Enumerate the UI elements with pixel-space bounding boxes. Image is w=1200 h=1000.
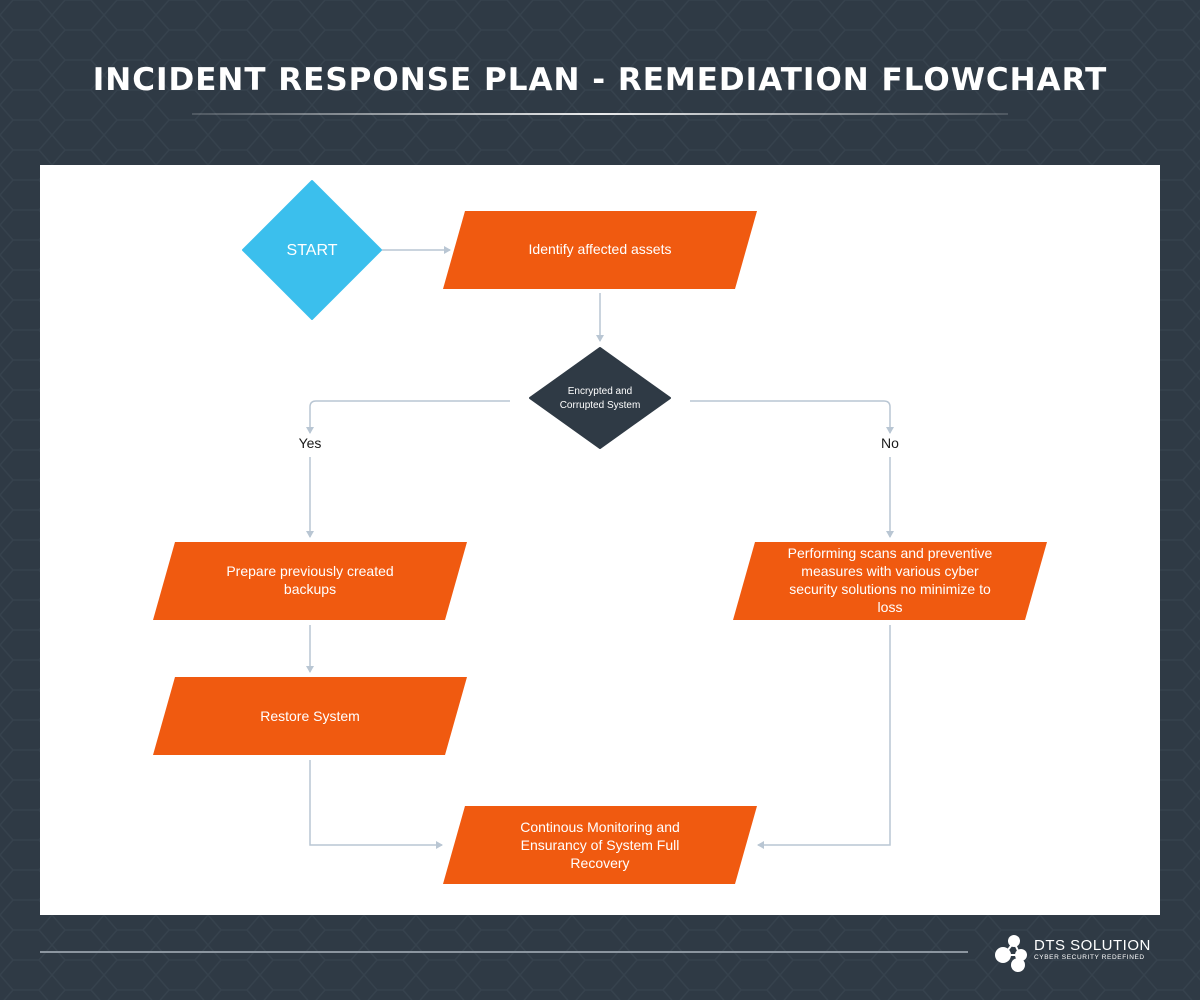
prepare-backups-line-2: backups — [284, 581, 336, 597]
continuous-monitoring-line-1: Continous Monitoring and — [520, 819, 680, 835]
performing-scans-line-1: Performing scans and preventive — [788, 545, 993, 561]
connector-restore-monitoring — [309, 760, 443, 849]
connector-decision-yes — [306, 400, 510, 434]
continuous-monitoring-line-2: Ensurancy of System Full — [521, 837, 680, 853]
identify-assets-label: Identify affected assets — [529, 241, 672, 257]
continuous-monitoring-line-3: Recovery — [570, 855, 629, 871]
flowchart-diagram: START Identify affected assets Encrypted… — [153, 180, 1047, 884]
decision-node: Encrypted and Corrupted System — [529, 347, 671, 449]
identify-assets-node: Identify affected assets — [443, 211, 757, 289]
performing-scans-line-4: loss — [878, 599, 903, 615]
footer-divider — [40, 951, 968, 953]
molecule-logo-icon — [995, 935, 1027, 972]
performing-scans-line-3: security solutions no minimize to — [789, 581, 991, 597]
prepare-backups-node: Prepare previously created backups — [153, 542, 467, 620]
performing-scans-line-2: measures with various cyber — [801, 563, 979, 579]
restore-system-label: Restore System — [260, 708, 360, 724]
restore-system-node: Restore System — [153, 677, 467, 755]
logo-tagline: CYBER SECURITY REDEFINED — [1034, 954, 1145, 961]
logo-name: DTS SOLUTION — [1034, 937, 1151, 954]
prepare-backups-line-1: Prepare previously created — [226, 563, 393, 579]
no-label: No — [881, 435, 899, 451]
continuous-monitoring-node: Continous Monitoring and Ensurancy of Sy… — [443, 806, 757, 884]
title-divider — [192, 113, 1008, 115]
start-label: START — [287, 242, 338, 259]
decision-label-line-2: Corrupted System — [560, 400, 641, 411]
performing-scans-node: Performing scans and preventive measures… — [733, 542, 1047, 620]
connector-scans-monitoring — [757, 625, 891, 849]
start-node: START — [242, 180, 382, 320]
yes-label: Yes — [299, 435, 322, 451]
decision-label-line-1: Encrypted and — [568, 386, 633, 397]
connector-decision-no — [690, 400, 894, 434]
dts-solution-logo: DTS SOLUTION CYBER SECURITY REDEFINED — [994, 933, 1164, 973]
page-title: INCIDENT RESPONSE PLAN - REMEDIATION FLO… — [92, 62, 1108, 98]
flowchart-panel: START Identify affected assets Encrypted… — [40, 165, 1160, 915]
